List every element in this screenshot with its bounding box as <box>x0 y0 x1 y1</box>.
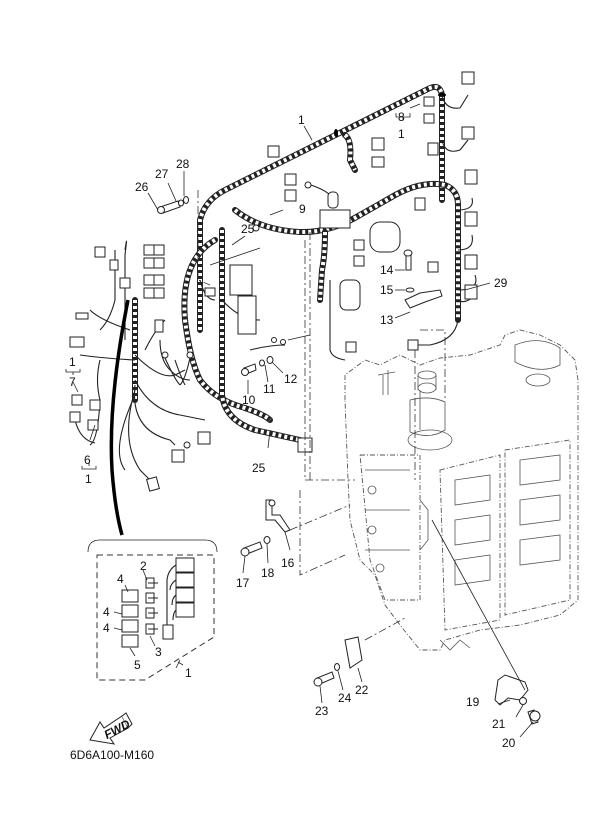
callout-19: 19 <box>466 695 480 709</box>
hardware <box>157 196 541 725</box>
callout-17: 17 <box>236 576 250 590</box>
callout-15: 15 <box>380 283 394 297</box>
callout-labels: 1 8 1 26 27 28 9 25 14 15 13 29 1 7 6 1 … <box>69 110 516 750</box>
callout-4b: 4 <box>103 605 110 619</box>
callout-8: 8 <box>398 110 405 124</box>
callout-3: 3 <box>155 645 162 659</box>
callout-22: 22 <box>355 683 369 697</box>
callout-8-parent: 1 <box>398 127 405 141</box>
callout-11: 11 <box>263 382 276 396</box>
callout-18: 18 <box>261 566 275 580</box>
inset-leader-line <box>109 299 130 536</box>
callout-23: 23 <box>315 704 329 718</box>
callout-21: 21 <box>492 717 506 731</box>
callout-27: 27 <box>155 167 169 181</box>
callout-6-parent: 1 <box>85 472 92 486</box>
callout-2: 2 <box>140 559 147 573</box>
callout-leaders <box>65 103 534 738</box>
callout-7-parent: 1 <box>69 355 76 369</box>
callout-29: 29 <box>494 276 508 290</box>
callout-5: 5 <box>134 658 141 672</box>
callout-26: 26 <box>135 180 149 194</box>
callout-4a: 4 <box>117 572 124 586</box>
callout-25-bottom: 25 <box>252 461 266 475</box>
assembly-guides <box>197 190 526 691</box>
callout-10: 10 <box>242 393 256 407</box>
connectors <box>69 71 478 492</box>
callout-1-harness: 1 <box>298 113 305 127</box>
callout-1-inset: 1 <box>185 666 192 680</box>
callout-7: 7 <box>69 375 76 389</box>
callout-16: 16 <box>281 556 295 570</box>
fwd-direction-arrow: FWD <box>89 712 133 745</box>
callout-12: 12 <box>284 372 298 386</box>
wire-harness-main <box>74 83 477 481</box>
callout-14: 14 <box>380 263 394 277</box>
inset-relay-box <box>87 539 218 681</box>
callout-25-top: 25 <box>241 222 255 236</box>
callout-13: 13 <box>380 313 394 327</box>
callout-6: 6 <box>84 453 91 467</box>
callout-9: 9 <box>299 202 306 216</box>
callout-28: 28 <box>176 157 190 171</box>
callout-4c: 4 <box>103 621 110 635</box>
engine-block <box>344 329 579 651</box>
diagram-code-caption: 6D6A100-M160 <box>70 748 154 762</box>
callout-24: 24 <box>338 691 352 705</box>
callout-20: 20 <box>502 736 516 750</box>
